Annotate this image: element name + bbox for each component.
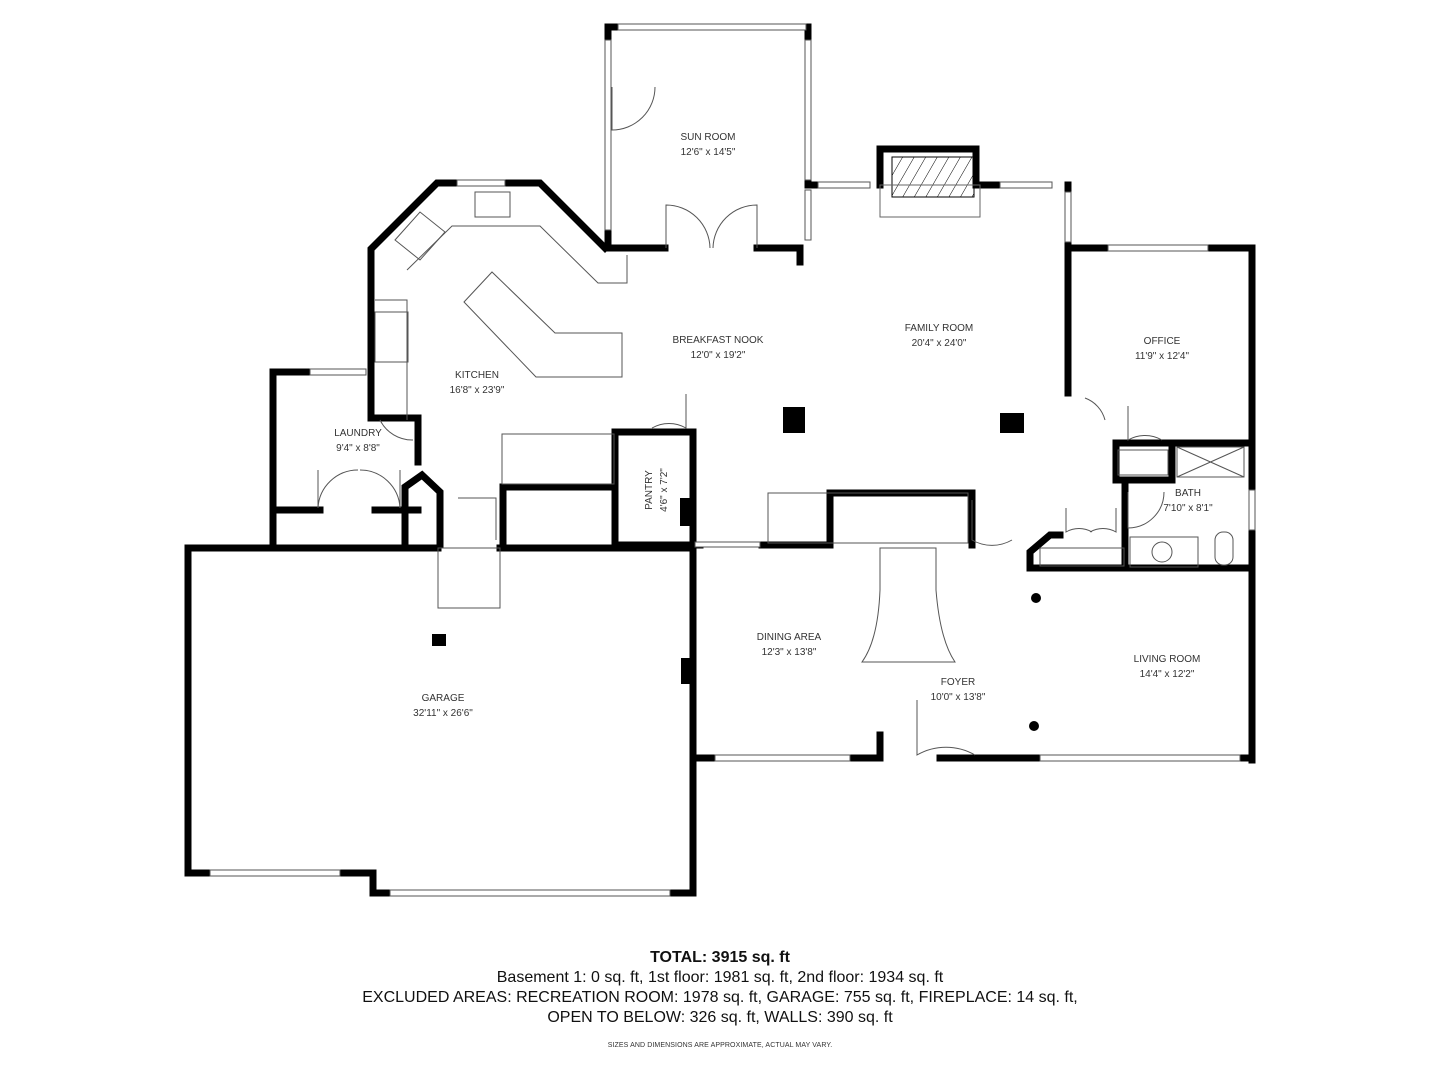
room-name: BREAKFAST NOOK bbox=[672, 335, 764, 346]
room-sun-room: SUN ROOM 12'6" x 14'5" bbox=[681, 130, 736, 160]
total-area: TOTAL: 3915 sq. ft bbox=[650, 949, 790, 966]
room-name: KITCHEN bbox=[455, 370, 499, 381]
room-office: OFFICE 11'9" x 12'4" bbox=[1135, 334, 1189, 364]
room-dimensions: 11'9" x 12'4" bbox=[1134, 351, 1190, 362]
room-kitchen: KITCHEN 16'8" x 23'9" bbox=[450, 368, 505, 398]
room-dimensions: 12'6" x 14'5" bbox=[680, 147, 736, 158]
room-dimensions: 14'4" x 12'2" bbox=[1139, 669, 1195, 680]
room-pantry: PANTRY 4'6" x 7'2" bbox=[642, 468, 672, 512]
room-name: BATH bbox=[1175, 488, 1201, 499]
floor-plan: SUN ROOM 12'6" x 14'5" BREAKFAST NOOK 12… bbox=[184, 23, 1256, 897]
room-name: GARAGE bbox=[421, 693, 465, 704]
area-summary: TOTAL: 3915 sq. ft Basement 1: 0 sq. ft,… bbox=[0, 948, 1440, 1049]
fixtures bbox=[432, 407, 1041, 731]
room-name: DINING AREA bbox=[756, 632, 822, 643]
room-dining-area: DINING AREA 12'3" x 13'8" bbox=[757, 630, 821, 660]
room-dimensions: 9'4" x 8'8" bbox=[336, 443, 380, 454]
room-name: PANTRY bbox=[644, 470, 655, 510]
room-breakfast-nook: BREAKFAST NOOK 12'0" x 19'2" bbox=[673, 333, 764, 363]
doors bbox=[317, 86, 1165, 756]
disclaimer: SIZES AND DIMENSIONS ARE APPROXIMATE, AC… bbox=[607, 1042, 833, 1049]
room-living-room: LIVING ROOM 14'4" x 12'2" bbox=[1134, 652, 1201, 682]
excluded-areas-line-1: EXCLUDED AREAS: RECREATION ROOM: 1978 sq… bbox=[362, 989, 1078, 1006]
room-dimensions: 4'6" x 7'2" bbox=[659, 468, 670, 512]
room-bath: BATH 7'10" x 8'1" bbox=[1163, 486, 1212, 516]
room-family-room: FAMILY ROOM 20'4" x 24'0" bbox=[905, 321, 974, 351]
room-dimensions: 32'11" x 26'6" bbox=[413, 708, 473, 719]
room-name: LIVING ROOM bbox=[1133, 654, 1201, 665]
room-name: OFFICE bbox=[1143, 336, 1181, 347]
room-name: FOYER bbox=[940, 677, 976, 688]
room-foyer: FOYER 10'0" x 13'8" bbox=[931, 675, 986, 705]
excluded-areas-line-2: OPEN TO BELOW: 326 sq. ft, WALLS: 390 sq… bbox=[547, 1009, 893, 1026]
room-laundry: LAUNDRY 9'4" x 8'8" bbox=[334, 426, 382, 456]
bath-fixtures bbox=[1039, 446, 1245, 568]
room-dimensions: 12'3" x 13'8" bbox=[761, 647, 817, 658]
stairs bbox=[437, 433, 969, 663]
room-dimensions: 7'10" x 8'1" bbox=[1163, 503, 1213, 514]
room-dimensions: 16'8" x 23'9" bbox=[449, 385, 505, 396]
room-name: LAUNDRY bbox=[334, 428, 382, 439]
room-dimensions: 12'0" x 19'2" bbox=[690, 350, 746, 361]
room-dimensions: 10'0" x 13'8" bbox=[930, 692, 986, 703]
room-garage: GARAGE 32'11" x 26'6" bbox=[413, 691, 473, 721]
fireplace bbox=[879, 156, 981, 218]
room-name: SUN ROOM bbox=[680, 132, 736, 143]
room-dimensions: 20'4" x 24'0" bbox=[911, 338, 967, 349]
floor-breakdown: Basement 1: 0 sq. ft, 1st floor: 1981 sq… bbox=[496, 969, 944, 986]
floor-plan-drawing bbox=[184, 23, 1256, 897]
kitchen-counters bbox=[374, 191, 628, 420]
room-name: FAMILY ROOM bbox=[904, 323, 974, 334]
windows bbox=[209, 23, 1256, 897]
